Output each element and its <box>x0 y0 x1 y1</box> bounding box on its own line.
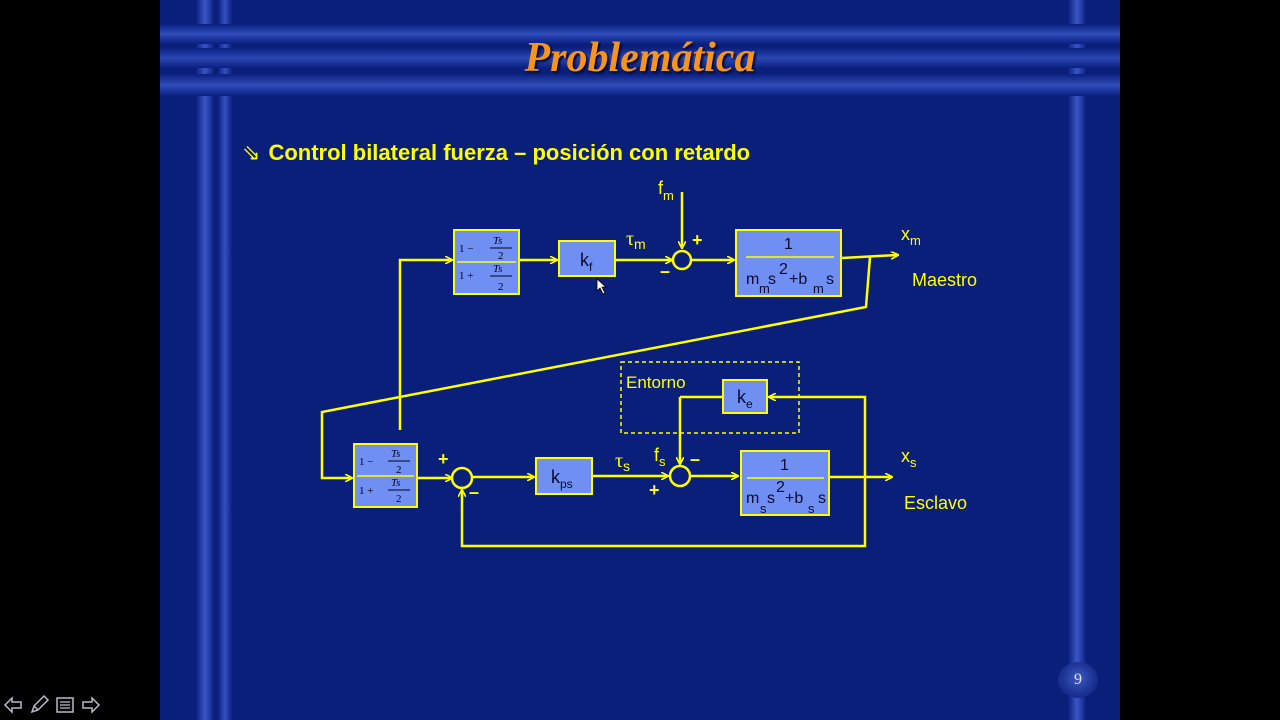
plant-numerator: 1 <box>784 236 793 253</box>
pade-term: Ts <box>493 263 502 275</box>
pade-term: 1 + <box>459 270 473 282</box>
plant-term: m <box>746 490 759 507</box>
signal-line <box>769 397 867 477</box>
plant-subscript: m <box>813 281 824 296</box>
pade-term: Ts <box>391 448 400 460</box>
summing-junction <box>450 466 474 490</box>
slideshow-navigation <box>2 694 102 718</box>
plant-term: s <box>826 271 834 288</box>
summing-junction <box>668 464 692 488</box>
plant-subscript: s <box>760 501 767 516</box>
plant-term: s <box>818 490 826 507</box>
decorative-bar <box>218 0 232 720</box>
page-number: 9 <box>1058 662 1098 698</box>
kf-label: kf <box>580 250 593 274</box>
signal-line <box>320 256 872 478</box>
minus-sign: – <box>469 482 479 502</box>
xs-label: xs <box>901 446 917 470</box>
pade-term: Ts <box>493 235 502 247</box>
environment-box <box>620 361 800 434</box>
slide-title: Problemática <box>524 35 756 81</box>
plus-sign: + <box>649 480 660 500</box>
mouse-cursor-icon <box>596 278 608 295</box>
next-icon[interactable] <box>80 694 102 716</box>
plant-term: 2 <box>776 479 785 496</box>
signal-line <box>841 255 898 258</box>
pade-term: 2 <box>396 493 402 505</box>
tau-m-label: τm <box>626 228 646 252</box>
ke-label: ke <box>737 387 753 411</box>
decorative-bar <box>160 48 1120 68</box>
master-plant-block <box>735 229 842 297</box>
pade-term: 1 − <box>459 243 473 255</box>
block-diagram: 1 − Ts 2 1 + Ts 2 1 − Ts 2 1 + Ts 2 1 m … <box>320 178 977 548</box>
plant-term: s <box>767 490 775 507</box>
summing-junction <box>671 249 693 271</box>
kf-block <box>558 240 616 277</box>
tau-s-label: τs <box>615 450 630 474</box>
pade-term: 1 + <box>359 485 373 497</box>
pade-term: Ts <box>391 477 400 489</box>
signal-line <box>462 477 867 548</box>
xm-label: xm <box>901 224 921 248</box>
previous-icon[interactable] <box>2 694 24 716</box>
slave-plant-block <box>740 450 830 516</box>
bullet-text: Control bilateral fuerza – posición con … <box>268 140 751 165</box>
plant-subscript: s <box>808 501 815 516</box>
plant-term: m <box>746 271 759 288</box>
decorative-bar <box>196 0 214 720</box>
kps-label: kps <box>551 467 573 491</box>
maestro-label: Maestro <box>912 270 977 290</box>
plant-numerator: 1 <box>780 457 789 474</box>
esclavo-label: Esclavo <box>904 493 967 513</box>
fs-label: fs <box>654 445 666 469</box>
pade-term: 2 <box>498 250 504 262</box>
pade-term: 2 <box>396 464 402 476</box>
pade-term: 2 <box>498 281 504 293</box>
plant-term: +b <box>789 271 807 288</box>
pen-icon[interactable] <box>28 694 50 716</box>
signal-line <box>398 260 452 430</box>
minus-sign: – <box>690 449 700 469</box>
menu-icon[interactable] <box>54 694 76 716</box>
ke-block <box>722 379 768 414</box>
plant-term: 2 <box>779 261 788 278</box>
bullet-arrow-icon: ⇘ <box>242 140 261 165</box>
pade-term: 1 − <box>359 456 373 468</box>
decorative-bar <box>160 24 1120 44</box>
plant-term: +b <box>785 490 803 507</box>
bullet-item: ⇘ Control bilateral fuerza – posición con… <box>242 140 750 166</box>
slide: Problemática ⇘ Control bilateral fuerza –… <box>160 0 1120 720</box>
decorative-bar <box>160 74 1120 96</box>
plant-term: s <box>768 271 776 288</box>
minus-sign: – <box>660 261 670 281</box>
decorative-bar <box>1068 0 1086 720</box>
plant-subscript: m <box>759 281 770 296</box>
entorno-label: Entorno <box>626 373 686 392</box>
fm-label: fm <box>658 178 674 203</box>
kps-block <box>535 457 593 495</box>
plus-sign: + <box>692 230 703 250</box>
plus-sign: + <box>438 449 449 469</box>
